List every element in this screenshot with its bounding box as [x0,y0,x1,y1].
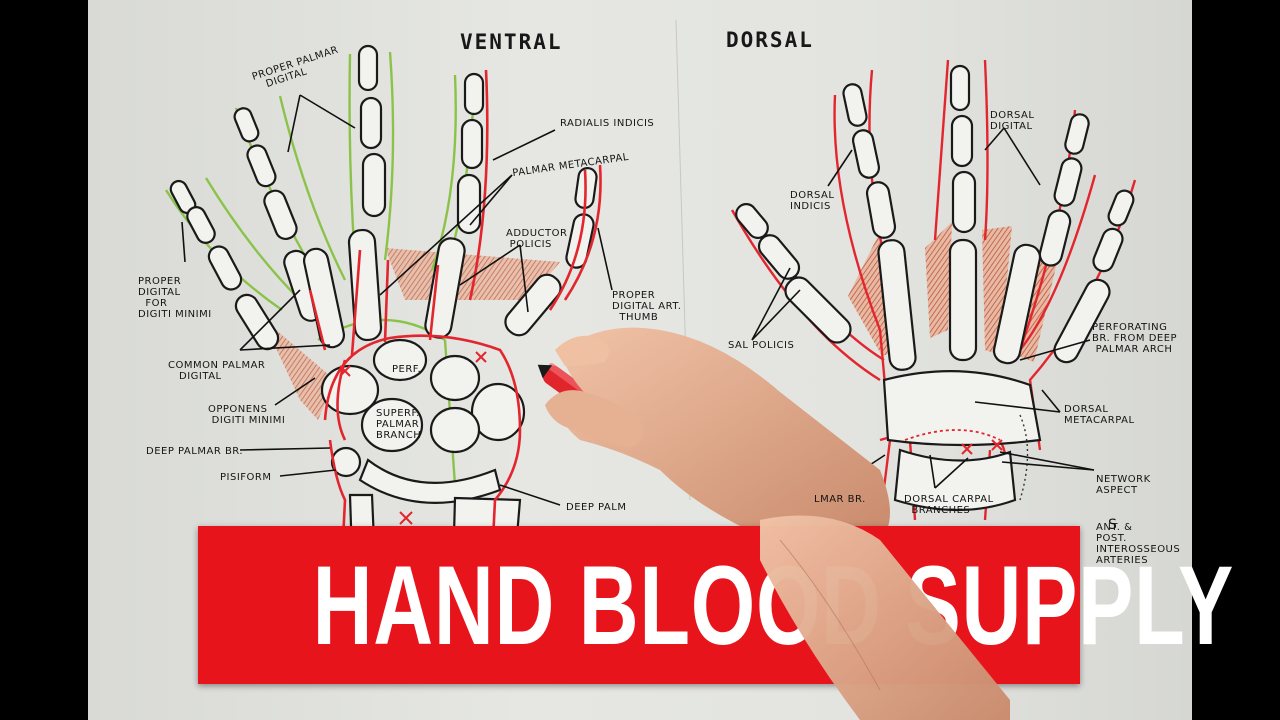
dorsal-hand [730,59,1137,521]
ventral-artery-marks [339,351,487,525]
label-palmar-br: LMAR BR. [814,494,866,505]
label-s-mark: S [1108,517,1118,533]
drawing-hand [537,327,890,551]
ulna-dotted-outline [1019,414,1029,501]
label-interosseous-arteries: ANT. & POST. INTEROSSEOUS ARTERIES [1096,522,1181,566]
label-dorsal-digital: DORSAL DIGITAL [990,110,1035,132]
label-dorsal-indicis: DORSAL INDICIS [790,190,835,212]
label-opponens-digiti-minimi: OPPONENS DIGITI MINIMI [208,404,286,426]
label-deep-palmar: DEEP PALM [566,502,627,513]
dorsal-heading: DORSAL [726,28,814,52]
label-adductor-policis: ADDUCTOR POLICIS [506,228,568,250]
dorsal-interosseous-2 [925,222,952,338]
label-pisiform: PISIFORM [220,472,272,483]
label-proper-digital-thumb: PROPER DIGITAL ART. THUMB [612,290,682,323]
dorsal-artery-marks [961,439,1003,455]
label-proper-digital-minimi: PROPER DIGITAL FOR DIGITI MINIMI [138,276,212,320]
label-perf: PERF. [392,364,422,375]
opponens-muscle [262,318,335,420]
ventral-heading: VENTRAL [460,30,563,54]
adductor-muscle [385,248,560,300]
label-dorsal-metacarpal: DORSAL METACARPAL [1064,404,1135,426]
label-perforating-branch: PERFORATING BR. FROM DEEP PALMAR ARCH [1092,322,1178,355]
dorsal-carpal-network [904,429,1001,441]
label-deep-palmar-br: DEEP PALMAR BR. [146,446,244,457]
label-common-palmar-digital: COMMON PALMAR DIGITAL [168,360,266,382]
label-dorsal-policis: SAL POLICIS [728,340,795,351]
dorsal-bones [735,64,1135,512]
label-dorsal-carpal-branches: DORSAL CARPAL BRANCHES [904,494,994,516]
label-superf-palmar-branch: SUPERF. PALMAR BRANCH [376,408,422,441]
dorsal-interosseous-3 [982,226,1012,355]
ventral-pointers [181,94,613,506]
label-radialis-indicis: RADIALIS INDICIS [560,118,655,129]
label-network-aspect: NETWORK ASPECT [1096,474,1151,496]
